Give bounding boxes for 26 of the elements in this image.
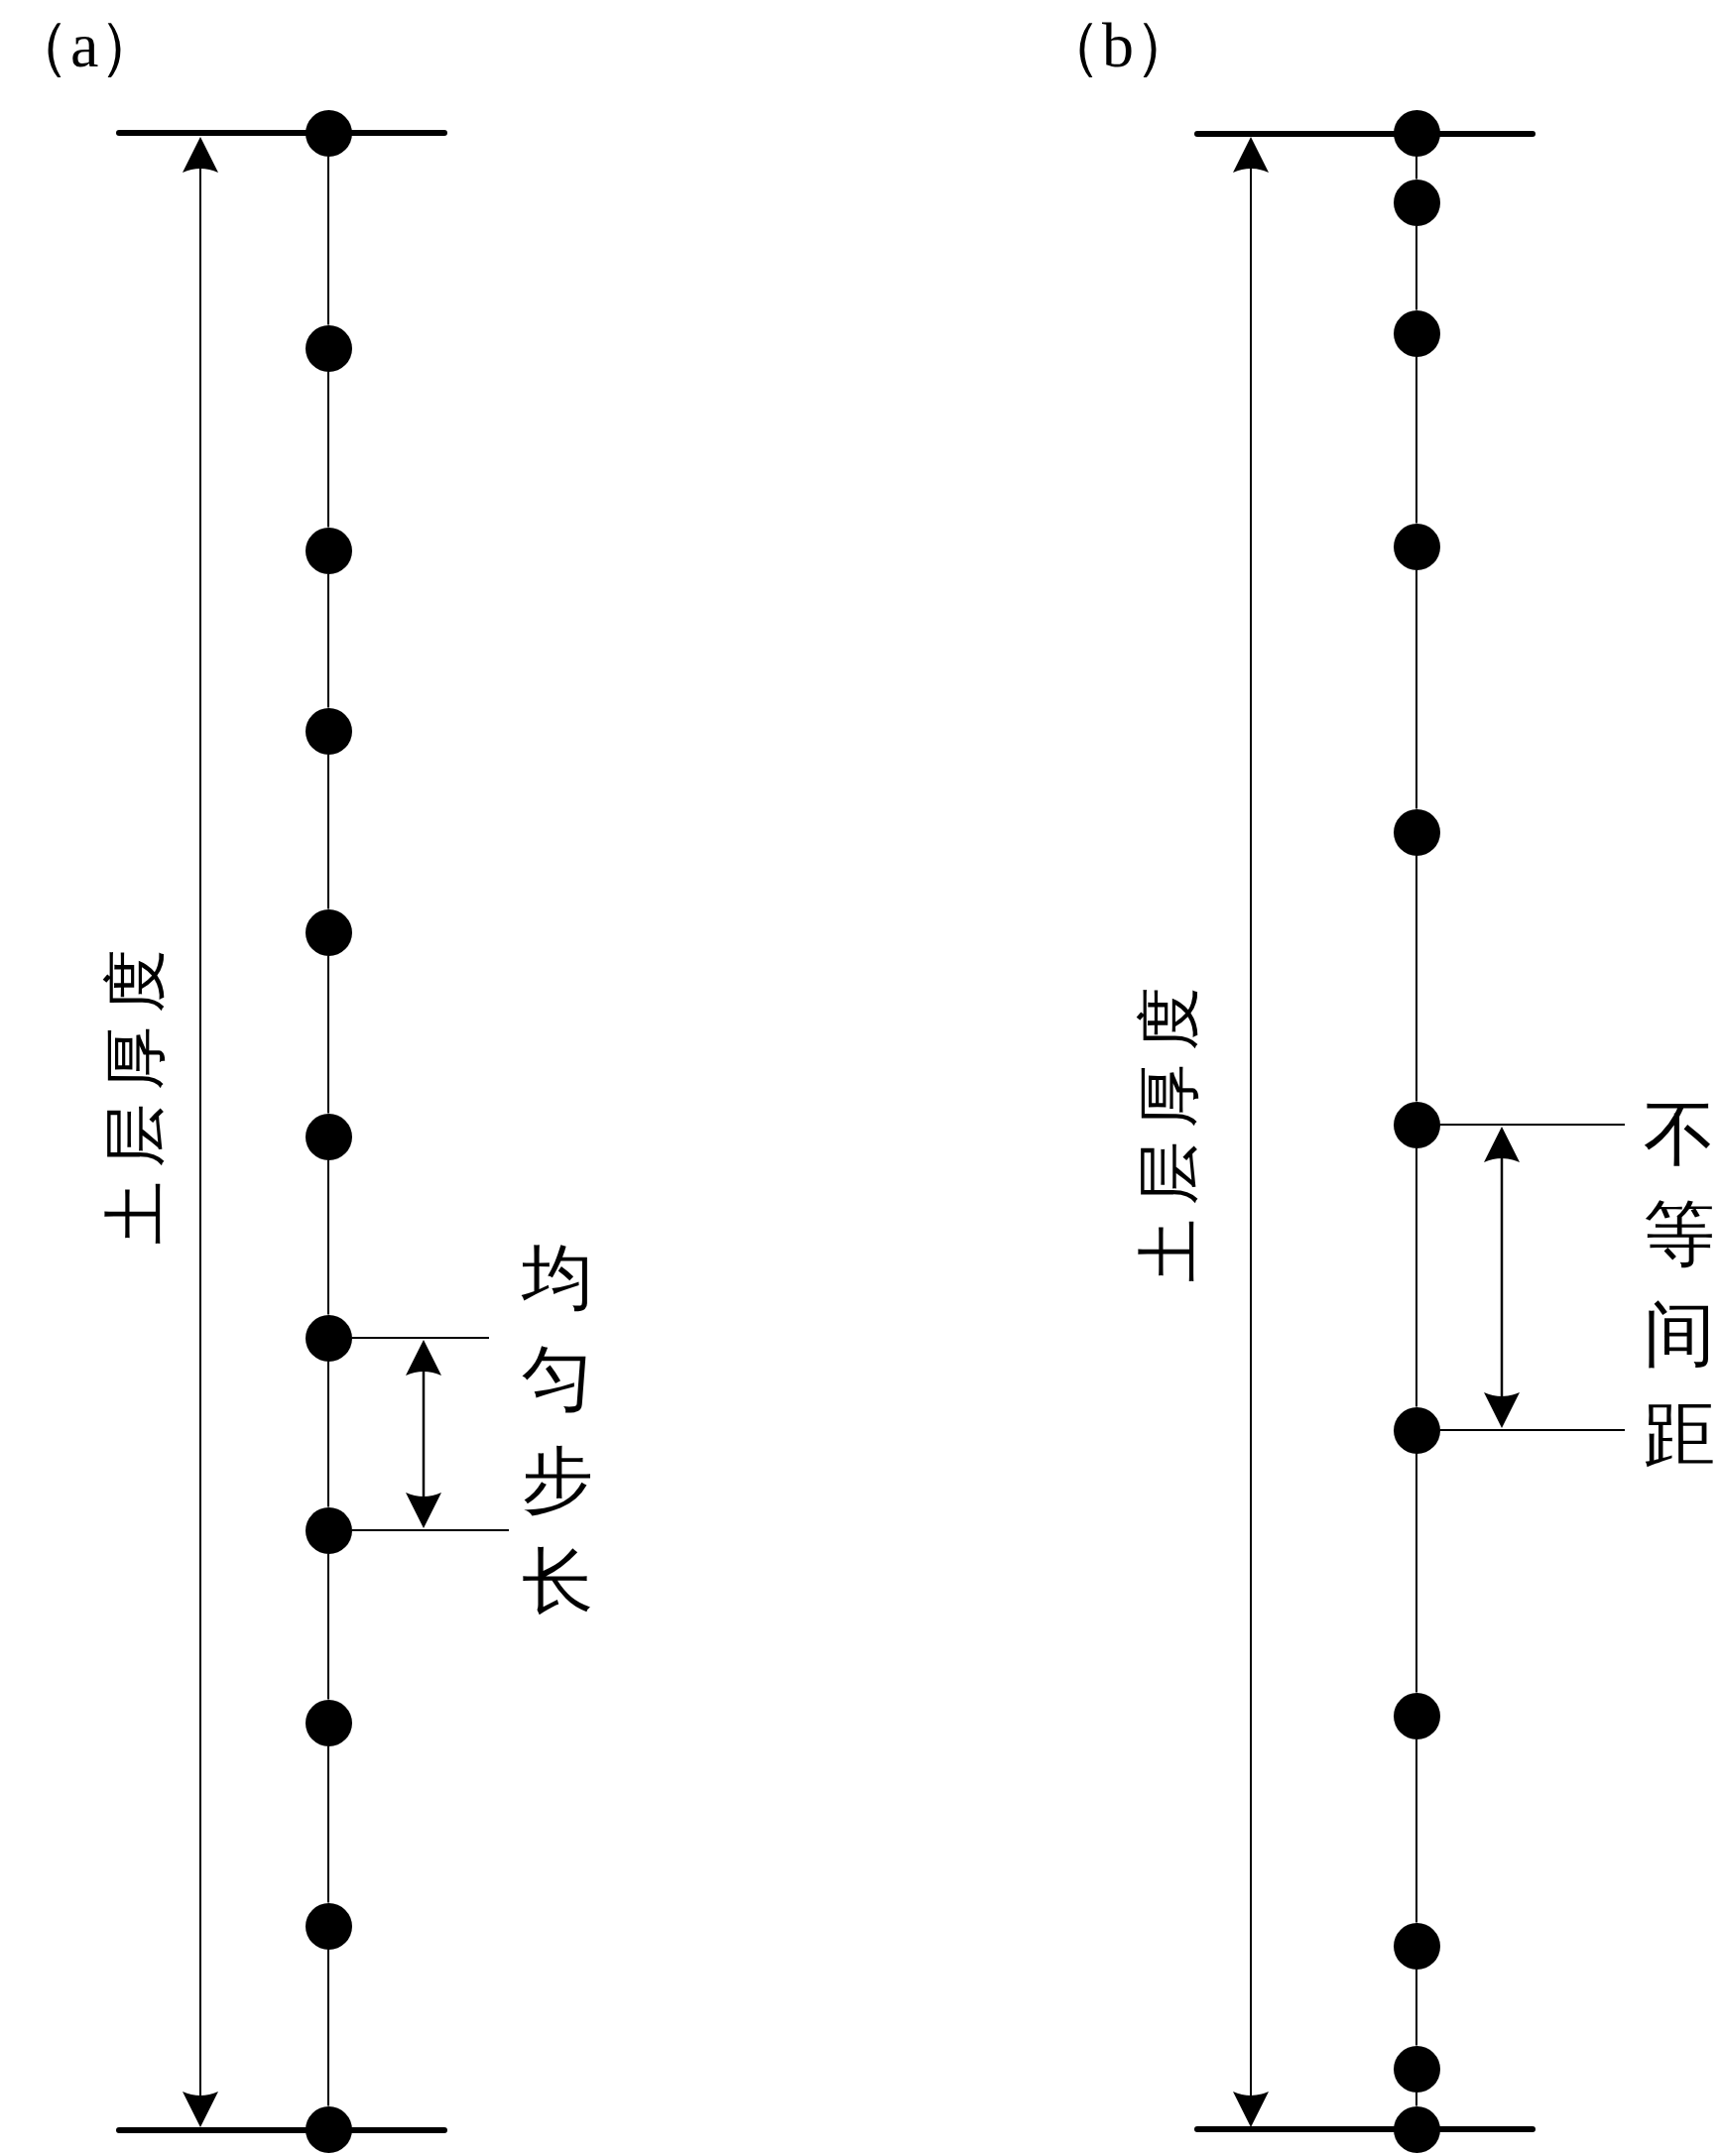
panel-label: （b）	[1039, 14, 1197, 77]
connector-line	[1415, 224, 1417, 311]
dimension-label: 不等间距	[1643, 1094, 1716, 1477]
connector-line	[1415, 355, 1417, 525]
connector-line	[327, 572, 329, 709]
connector-line	[1415, 1968, 1417, 2047]
panel-label: （a）	[7, 14, 163, 77]
connector-line	[327, 370, 329, 529]
connector-line	[1415, 2091, 1417, 2107]
connector-line	[327, 1552, 329, 1701]
dimension-label: 均匀步长	[521, 1238, 594, 1623]
connector-line	[327, 954, 329, 1115]
connector-line	[1415, 854, 1417, 1103]
connector-line	[327, 155, 329, 326]
connector-line	[327, 1744, 329, 1904]
connector-line	[1415, 568, 1417, 810]
connector-line	[1415, 1737, 1417, 1924]
connector-line	[1415, 1146, 1417, 1408]
connector-line	[1415, 1452, 1417, 1694]
dimension-label: 土层厚度	[104, 935, 168, 1245]
dimension-label: 土层厚度	[1138, 973, 1201, 1282]
connector-line	[1415, 155, 1417, 180]
connector-line	[327, 1360, 329, 1508]
connector-line	[327, 1158, 329, 1316]
connector-line	[327, 1948, 329, 2107]
connector-line	[327, 753, 329, 910]
